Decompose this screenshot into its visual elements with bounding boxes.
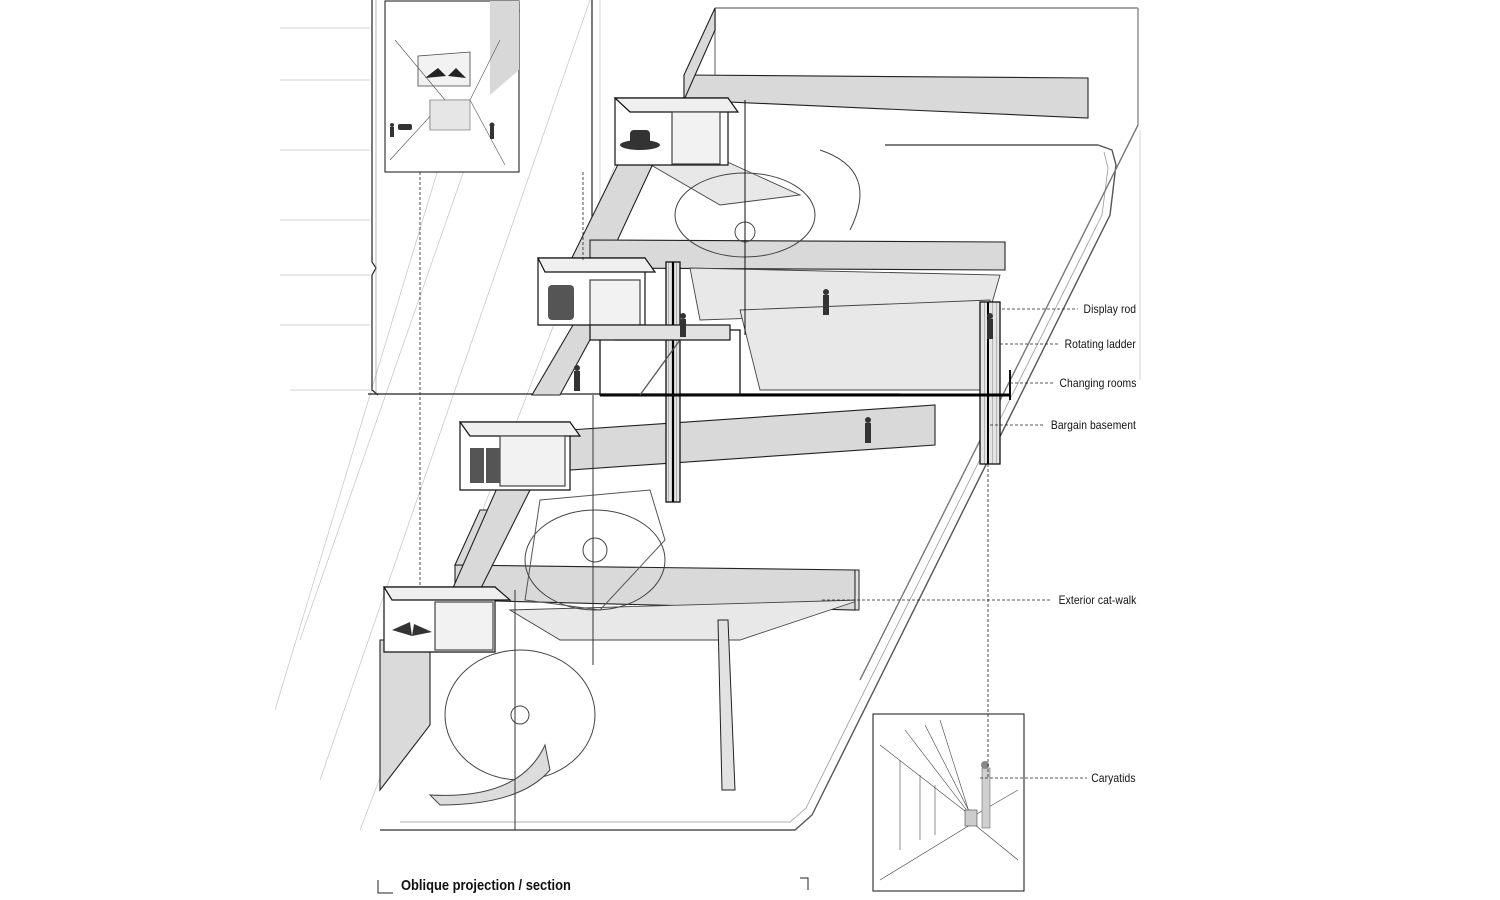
human-figures xyxy=(574,289,993,443)
columns xyxy=(514,395,860,830)
label-bargain-basement: Bargain basement xyxy=(1050,418,1136,432)
display-objects xyxy=(392,130,660,636)
stair-tower xyxy=(599,100,1011,503)
label-rotating-ladder: Rotating ladder xyxy=(1064,337,1136,351)
label-exterior-catwalk: Exterior cat-walk xyxy=(1058,593,1136,607)
catwalk-slabs xyxy=(379,7,1089,792)
label-changing-rooms: Changing rooms xyxy=(1059,376,1136,390)
inset-perspective-top xyxy=(384,0,520,173)
inset-perspective-bottom xyxy=(872,713,1025,892)
label-caryatids: Caryatids xyxy=(1091,771,1136,785)
drawing-title: Oblique projection / section xyxy=(401,877,571,894)
leader-lines xyxy=(419,172,1087,779)
label-display-rod: Display rod xyxy=(1083,302,1136,316)
corner-marker xyxy=(377,877,809,894)
